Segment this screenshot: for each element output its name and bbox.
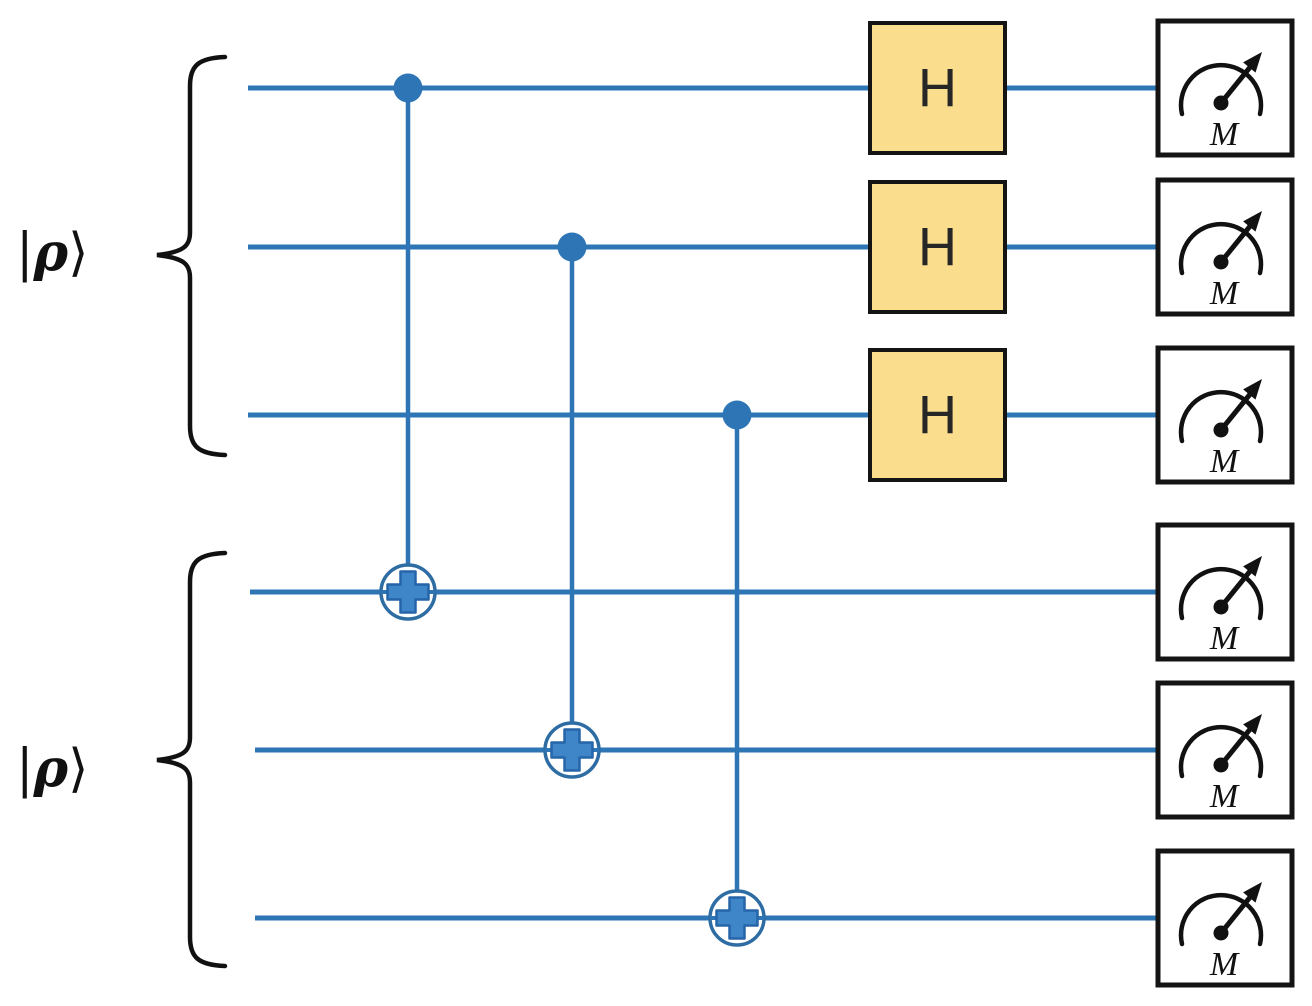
measurement-label: M	[1209, 443, 1240, 480]
plus-icon	[386, 570, 430, 614]
measurement-label: M	[1209, 116, 1240, 153]
h-gate-box	[868, 180, 1007, 314]
measurement-box	[1155, 522, 1295, 662]
meter-arc-icon	[1178, 566, 1264, 621]
meter-needle-icon	[1218, 222, 1254, 265]
measurement-box	[1155, 345, 1295, 485]
meter-pivot-dot	[1213, 757, 1229, 773]
cnot-target-1	[379, 563, 437, 621]
rho-symbol: ρ	[33, 222, 69, 283]
measurement-label: M	[1209, 946, 1240, 983]
measurement-gate-6: M	[1155, 848, 1295, 988]
register-label-bottom: |ρ⟩	[16, 738, 88, 799]
meter-needle-icon	[1218, 725, 1254, 768]
meter-arrowhead-icon	[1243, 379, 1262, 400]
register-label-top: |ρ⟩	[16, 222, 88, 283]
meter-needle-icon	[1218, 893, 1254, 936]
meter-pivot-dot	[1213, 599, 1229, 615]
measurement-box	[1155, 848, 1295, 988]
measurement-gate-3: M	[1155, 345, 1295, 485]
ket-close: ⟩	[68, 223, 88, 283]
h-gate-box	[868, 348, 1007, 482]
h-gate-1: H	[868, 21, 1007, 155]
measurement-box	[1155, 177, 1295, 317]
meter-arc-icon	[1178, 62, 1264, 117]
measurement-box	[1155, 680, 1295, 820]
meter-arrowhead-icon	[1243, 52, 1262, 73]
meter-needle-icon	[1218, 390, 1254, 433]
plus-icon	[550, 728, 594, 772]
measurement-gate-2: M	[1155, 177, 1295, 317]
cnot-control-2	[557, 232, 587, 262]
meter-pivot-dot	[1213, 925, 1229, 941]
measurement-gate-5: M	[1155, 680, 1295, 820]
meter-arrowhead-icon	[1243, 882, 1262, 903]
cnot-target-3	[708, 889, 766, 947]
measurement-label: M	[1209, 275, 1240, 312]
qubit-wires	[248, 85, 1158, 921]
plus-icon	[715, 896, 759, 940]
meter-arrowhead-icon	[1243, 714, 1262, 735]
cnot-connectors	[405, 88, 740, 918]
meter-arc-icon	[1178, 724, 1264, 779]
ket-open: |	[16, 739, 34, 799]
meter-needle-icon	[1218, 567, 1254, 610]
meter-arrowhead-icon	[1243, 211, 1262, 232]
ket-open: |	[16, 223, 34, 283]
h-gate-label: H	[918, 58, 957, 118]
measurement-gate-4: M	[1155, 522, 1295, 662]
h-gate-3: H	[868, 348, 1007, 482]
h-gate-box	[868, 21, 1007, 155]
measurement-label: M	[1209, 620, 1240, 657]
measurement-box	[1155, 18, 1295, 158]
ket-close: ⟩	[68, 739, 88, 799]
meter-arc-icon	[1178, 892, 1264, 947]
meter-arc-icon	[1178, 389, 1264, 444]
h-gate-label: H	[918, 385, 957, 445]
cnot-control-3	[722, 400, 752, 430]
meter-pivot-dot	[1213, 422, 1229, 438]
register-brace-bottom	[156, 550, 228, 969]
h-gate-label: H	[918, 217, 957, 277]
meter-needle-icon	[1218, 63, 1254, 106]
meter-arrowhead-icon	[1243, 556, 1262, 577]
measurement-gate-1: M	[1155, 18, 1295, 158]
rho-symbol: ρ	[33, 738, 69, 799]
meter-arc-icon	[1178, 221, 1264, 276]
cnot-target-2	[543, 721, 601, 779]
h-gate-2: H	[868, 180, 1007, 314]
meter-pivot-dot	[1213, 254, 1229, 270]
measurement-label: M	[1209, 778, 1240, 815]
meter-pivot-dot	[1213, 95, 1229, 111]
register-brace-top	[156, 54, 228, 458]
cnot-control-1	[393, 73, 423, 103]
